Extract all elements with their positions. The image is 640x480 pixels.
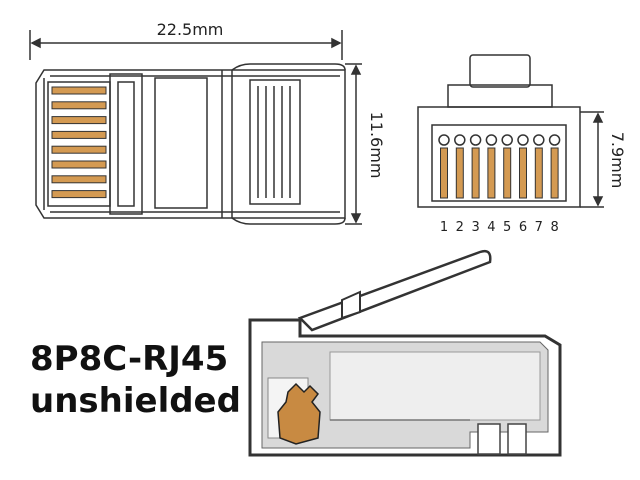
pin-number-8: 8 [550,220,558,235]
side-contact-4 [51,130,107,139]
front-contact-7 [534,147,543,199]
front-view [417,54,604,208]
front-latch-base [447,84,553,108]
strain-relief-top [231,63,346,71]
divider-column [109,73,143,215]
front-contact-head-5 [501,134,513,146]
divider-inner [117,81,135,207]
pin-number-1: 1 [440,220,448,235]
pin-number-6: 6 [519,220,527,235]
front-contact-head-6 [517,134,529,146]
front-contact-head-3 [469,134,482,146]
front-contact-head-8 [548,134,561,146]
length-arrows [30,37,342,49]
caption-line-1: 8P8C-RJ45 [30,339,229,379]
front-contact-6 [519,147,527,199]
section-latch-tab [341,290,361,320]
front-contact-head-2 [454,134,466,146]
front-contact-head-7 [533,134,545,146]
front-height-arrows [592,112,604,207]
front-contact-head-1 [438,134,450,146]
front-contact-2 [455,147,464,199]
pin-number-2: 2 [456,220,464,235]
length-label: 22.5mm [157,20,224,39]
section-cavity [329,351,541,421]
rear-window [249,79,301,205]
strain-relief-bottom [231,217,346,225]
pin-number-4: 4 [487,220,495,235]
front-contact-4 [487,147,496,199]
front-contact-area [431,124,567,202]
front-latch [469,54,531,88]
front-contact-1 [440,147,448,199]
cross-section [248,249,562,457]
pin-number-3: 3 [471,220,479,235]
side-contacts [51,86,107,199]
side-view [29,30,362,225]
contact-block [47,81,111,207]
section-contact-blade [277,382,321,445]
front-body [417,106,581,208]
side-contact-7 [51,175,107,184]
front-height-label: 7.9mm [608,132,627,189]
front-contact-8 [550,147,559,199]
side-window [154,77,208,209]
section-latch-arm [297,249,492,332]
side-contact-8 [51,190,107,199]
side-contact-5 [51,145,107,154]
front-contacts [438,134,561,199]
front-contact-3 [471,147,480,199]
height-label: 11.6mm [367,112,386,179]
pin-number-5: 5 [503,220,511,235]
side-contact-6 [51,160,107,169]
side-contact-3 [51,116,107,125]
side-contact-1 [51,86,107,95]
section-rear-notch [477,423,501,455]
pin-number-7: 7 [535,220,543,235]
section-rear-notch-2 [507,423,527,455]
caption-line-2: unshielded [30,381,241,421]
height-arrows [350,64,362,224]
side-contact-2 [51,101,107,110]
front-contact-5 [503,147,512,199]
front-contact-head-4 [485,134,498,146]
